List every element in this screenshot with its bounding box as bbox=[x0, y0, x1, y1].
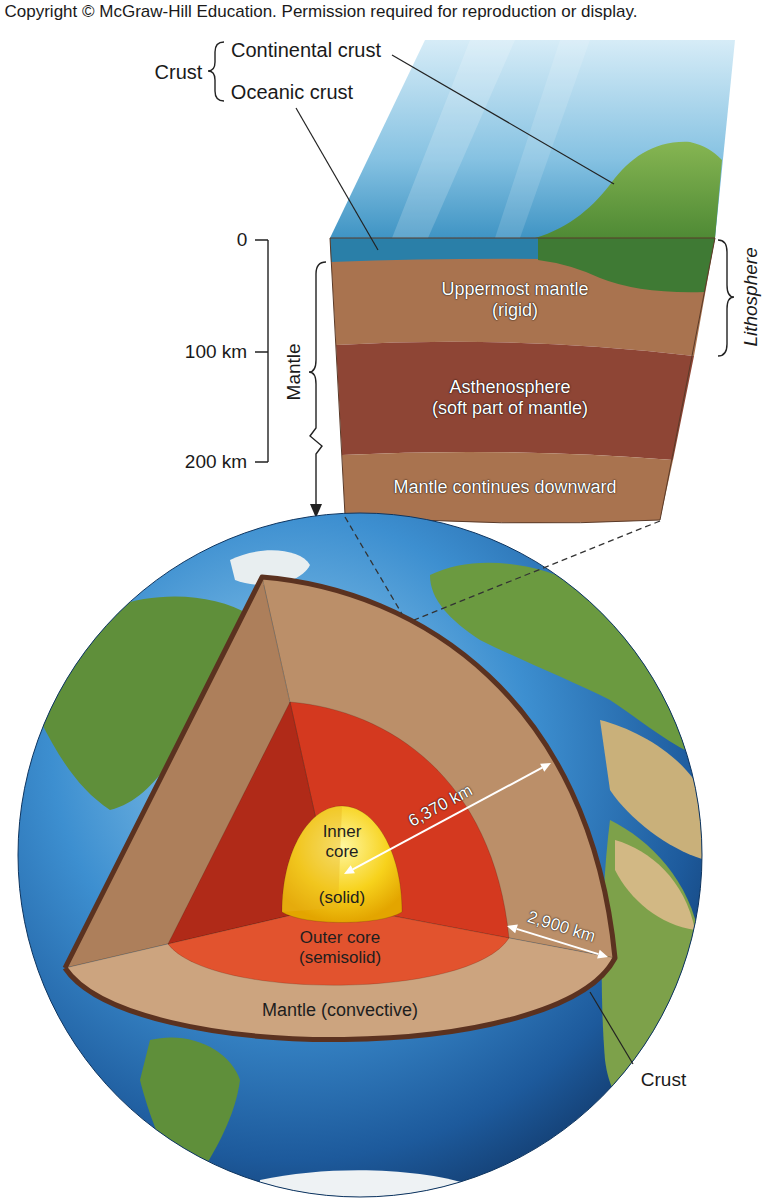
globe-outline bbox=[18, 513, 702, 1197]
arrow-head bbox=[507, 925, 518, 934]
sea-surface bbox=[330, 40, 735, 238]
layer-name: Outer core (semisolid) bbox=[299, 928, 381, 967]
mantle-band: Mantle continues downward bbox=[343, 457, 665, 519]
mantle-region: Mantle (convective) Outer core (semisolid… bbox=[65, 577, 615, 1040]
part-label: Crust bbox=[640, 1069, 687, 1091]
mantle-band: Uppermost mantle (rigid) bbox=[336, 262, 694, 344]
layer-name: Mantle continues downward bbox=[393, 477, 618, 498]
asthenosphere-band bbox=[336, 342, 694, 460]
inner-core bbox=[282, 806, 402, 923]
brackets bbox=[208, 42, 734, 505]
layer-name: (solid) bbox=[318, 888, 366, 908]
layer-name: Mantle (convective) bbox=[261, 1000, 419, 1021]
dimension-label: 6,370 km bbox=[404, 780, 476, 831]
desert bbox=[615, 840, 695, 930]
continents bbox=[39, 550, 705, 1204]
arrow-head bbox=[597, 950, 608, 959]
zoom-line bbox=[345, 517, 660, 620]
arrow-head bbox=[540, 763, 551, 772]
dimension-line bbox=[353, 768, 542, 870]
crust-brace bbox=[208, 42, 224, 101]
light-ray bbox=[495, 40, 590, 238]
depth-label: 0 bbox=[236, 229, 248, 251]
depth-scale bbox=[255, 240, 268, 462]
globe bbox=[18, 513, 705, 1204]
arrow-head bbox=[344, 865, 355, 874]
land bbox=[140, 1037, 240, 1190]
depth-label: 100 km bbox=[184, 341, 248, 363]
part-label: Continental crust bbox=[230, 39, 382, 62]
dimension-arrow bbox=[344, 763, 608, 958]
layer-name: Inner core bbox=[323, 822, 362, 861]
inner-core-region: Inner core (solid) bbox=[282, 806, 402, 924]
leader-line bbox=[296, 108, 378, 250]
part-label: Oceanic crust bbox=[230, 81, 354, 104]
part-label: Mantle bbox=[282, 343, 304, 402]
uppermost-mantle-band bbox=[330, 238, 715, 356]
block-outline bbox=[330, 238, 715, 523]
dimension-label: 2,900 km bbox=[525, 907, 599, 947]
ice bbox=[260, 1170, 470, 1204]
leader-line bbox=[392, 55, 614, 184]
light-ray bbox=[392, 40, 515, 238]
cutaway bbox=[65, 577, 615, 1040]
lithosphere-brace bbox=[718, 240, 734, 356]
outer-core-region: Outer core (semisolid) Inner core (solid) bbox=[168, 702, 509, 985]
layer-name: Asthenosphere (soft part of mantle) bbox=[432, 377, 589, 418]
crust-rim bbox=[65, 577, 615, 1040]
oceanic-crust-band bbox=[330, 238, 545, 262]
land bbox=[602, 820, 700, 1108]
deep-mantle-band bbox=[342, 452, 673, 523]
copyright-note: Copyright © McGraw-Hill Education. Permi… bbox=[4, 2, 638, 22]
mantle-face bbox=[65, 905, 615, 1040]
depth-label: 200 km bbox=[184, 451, 248, 473]
mantle-brace bbox=[309, 262, 326, 505]
layer-name: Uppermost mantle (rigid) bbox=[428, 279, 603, 320]
part-label: Crust bbox=[154, 61, 203, 84]
crust-block bbox=[330, 40, 735, 523]
part-label: Lithosphere bbox=[739, 247, 761, 348]
leader-line bbox=[590, 992, 633, 1064]
continent-hill bbox=[535, 142, 722, 238]
mantle-band: Asthenosphere (soft part of mantle) bbox=[338, 345, 688, 453]
